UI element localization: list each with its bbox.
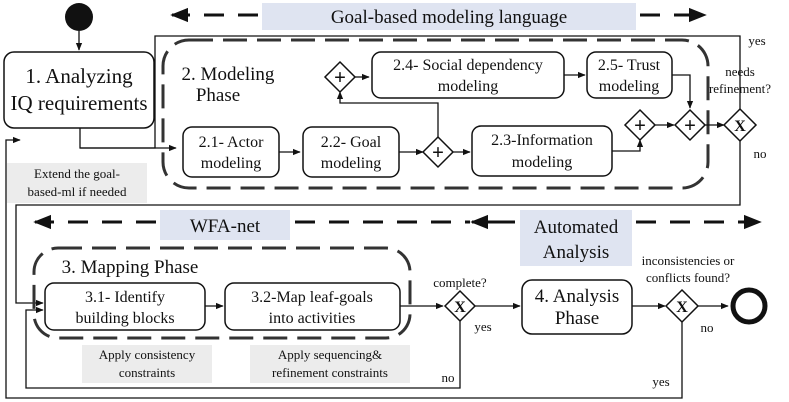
modeling-phase-group (161, 38, 710, 190)
modeling-phase-title-line1: 2. Modeling (182, 64, 275, 85)
flow-split-upper (336, 91, 439, 137)
no-complete-label: no (442, 370, 455, 385)
analysis-task (521, 279, 633, 335)
parallel-split-gateway (421, 135, 455, 169)
analyzing-label-line2: IQ requirements (10, 91, 147, 115)
extend-note-line1: Extend the goal- (34, 166, 120, 181)
analyzing-task (3, 51, 155, 129)
flow-refine-no (15, 141, 741, 307)
parallel-join-symbol-2: + (684, 113, 696, 137)
mapping-phase-title: 3. Mapping Phase (62, 257, 199, 278)
identify-line1: 3.1- Identify (85, 289, 165, 306)
modeling-phase-title-line2: Phase (196, 85, 240, 106)
flow-analyzing-to-group (79, 35, 741, 149)
mapleaf-line1: 3.2-Map leaf-goals (251, 289, 373, 306)
identify-line2: building blocks (75, 310, 174, 327)
mapleaf-line2: into activities (269, 310, 356, 327)
social-dependency-line1: 2.4- Social dependency (393, 57, 543, 74)
goal-language-banner-bg (262, 3, 636, 30)
goal-modeling-line1: 2.2- Goal (321, 134, 382, 151)
extend-note-bg (7, 163, 147, 203)
flow-conflicts-yes (5, 136, 683, 399)
yes-complete-label: yes (474, 319, 491, 334)
inconsistencies-line1: inconsistencies or (642, 253, 735, 268)
parallel-split-symbol: + (432, 140, 444, 164)
sequencing-note-line2: refinement constraints (272, 365, 388, 380)
automated-banner-line2: Analysis (543, 242, 610, 263)
parallel-join-gateway-1 (623, 108, 657, 142)
sequencing-note-line1: Apply sequencing& (278, 347, 382, 362)
consistency-note-line1: Apply consistency (99, 347, 196, 362)
start-event (65, 3, 93, 31)
refinement-gateway-symbol: X (734, 118, 746, 135)
actor-modeling-line1: 2.1- Actor (199, 134, 265, 151)
trust-line2: modeling (599, 78, 659, 95)
parallel-join-gateway-2 (673, 108, 707, 142)
information-line1: 2.3-Information (491, 132, 593, 149)
conflicts-gateway-symbol: X (676, 299, 688, 316)
wfa-net-banner-bg (160, 210, 290, 240)
end-event (730, 287, 768, 325)
inconsistencies-line2: conflicts found? (646, 270, 730, 285)
consistency-note-line2: constraints (119, 365, 175, 380)
analysis-line1: 4. Analysis (535, 286, 619, 307)
parallel-upper-symbol: + (334, 65, 346, 89)
parallel-join-symbol-1: + (634, 113, 646, 137)
no-end-label: no (701, 320, 714, 335)
mapping-phase-group (32, 246, 412, 340)
social-dependency-line2: modeling (438, 78, 498, 95)
analyzing-label-line1: 1. Analyzing (25, 64, 133, 88)
yes-top-label: yes (748, 33, 765, 48)
consistency-note-bg (82, 345, 212, 383)
information-line2: modeling (512, 154, 572, 171)
sequencing-note-bg (250, 345, 410, 383)
wfa-net-banner: WFA-net (190, 216, 261, 237)
parallel-upper-gateway (323, 60, 357, 94)
analysis-line2: Phase (555, 308, 599, 329)
complete-label: complete? (433, 275, 487, 290)
automated-banner-bg (520, 210, 632, 266)
automated-banner-line1: Automated (534, 217, 619, 238)
extend-note-line2: based-ml if needed (28, 184, 127, 199)
yes-bottom-label: yes (652, 374, 669, 389)
flow-information-join (612, 139, 644, 152)
actor-modeling-line2: modeling (201, 155, 261, 172)
goal-language-banner: Goal-based modeling language (331, 7, 567, 28)
flow-trust-join (672, 74, 694, 109)
goal-modeling-line2: modeling (321, 155, 381, 172)
trust-line1: 2.5- Trust (598, 57, 661, 74)
flow-complete-no (25, 306, 461, 389)
complete-gateway-symbol: X (454, 299, 466, 316)
no-refine-label: no (754, 146, 767, 161)
